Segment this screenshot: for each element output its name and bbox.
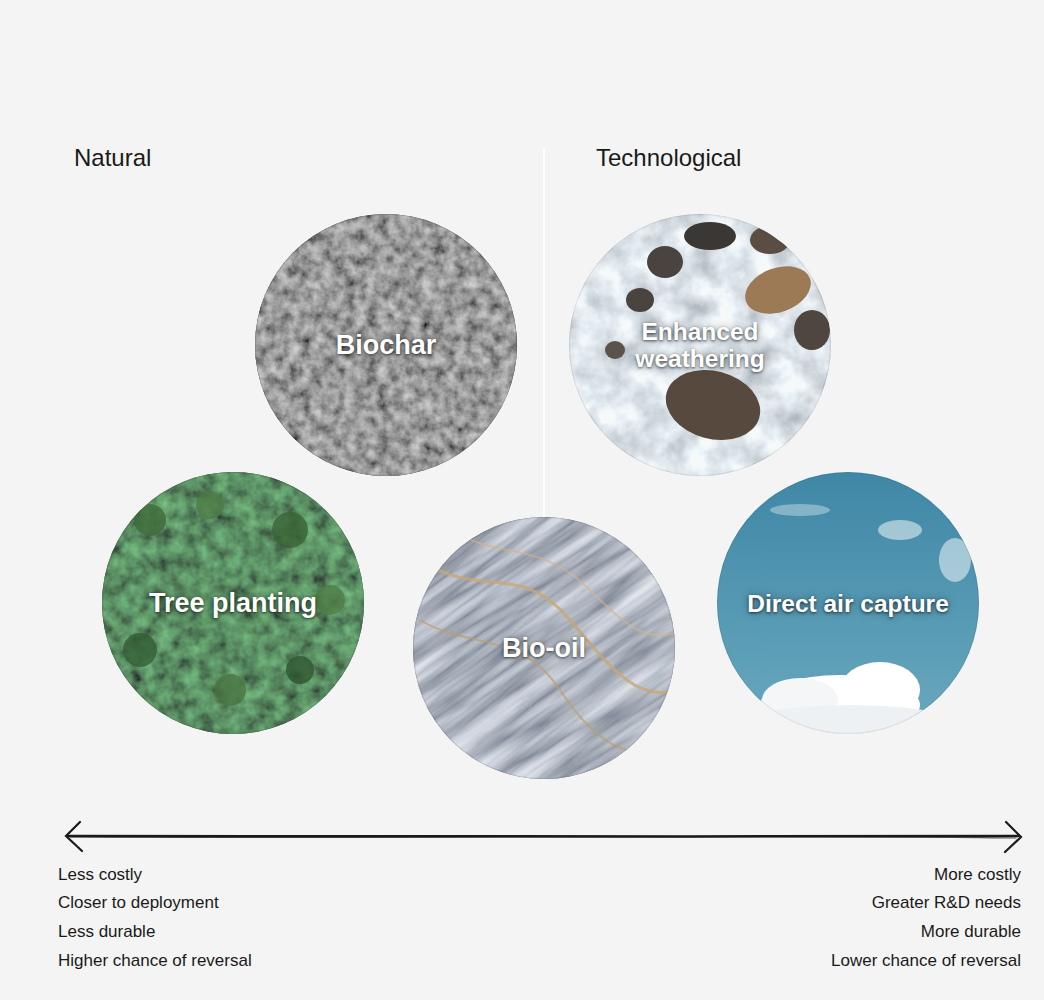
group-heading: Natural (74, 143, 151, 173)
circle-node: Tree planting (102, 472, 364, 734)
sky-picture (717, 472, 979, 745)
scale-note: Higher chance of reversal (58, 950, 252, 971)
circle-label: Direct air capture (723, 590, 973, 617)
weathering-picture (569, 214, 831, 476)
scale-note: Lower chance of reversal (831, 950, 1021, 971)
circle-label: Biochar (312, 331, 461, 360)
scale-note: Less costly (58, 864, 142, 885)
divider-line (543, 148, 545, 520)
circle-label: Bio-oil (478, 634, 610, 663)
group-heading: Technological (596, 143, 741, 173)
circle-node: Enhanced weathering (569, 214, 831, 476)
scale-arrow (66, 822, 1021, 852)
scale-note: Greater R&D needs (872, 892, 1021, 913)
circle-node: Biochar (255, 214, 517, 476)
scale-note: Less durable (58, 921, 155, 942)
circle-label: Enhanced weathering (569, 318, 831, 372)
forest-picture (102, 472, 364, 734)
scale-note: Closer to deployment (58, 892, 219, 913)
circle-node: Direct air capture (717, 472, 979, 734)
scale-note: More costly (934, 864, 1021, 885)
circle-label: Tree planting (125, 589, 341, 618)
biochar-picture (255, 214, 517, 476)
scale-note: More durable (921, 921, 1021, 942)
circle-node: Bio-oil (413, 517, 675, 779)
